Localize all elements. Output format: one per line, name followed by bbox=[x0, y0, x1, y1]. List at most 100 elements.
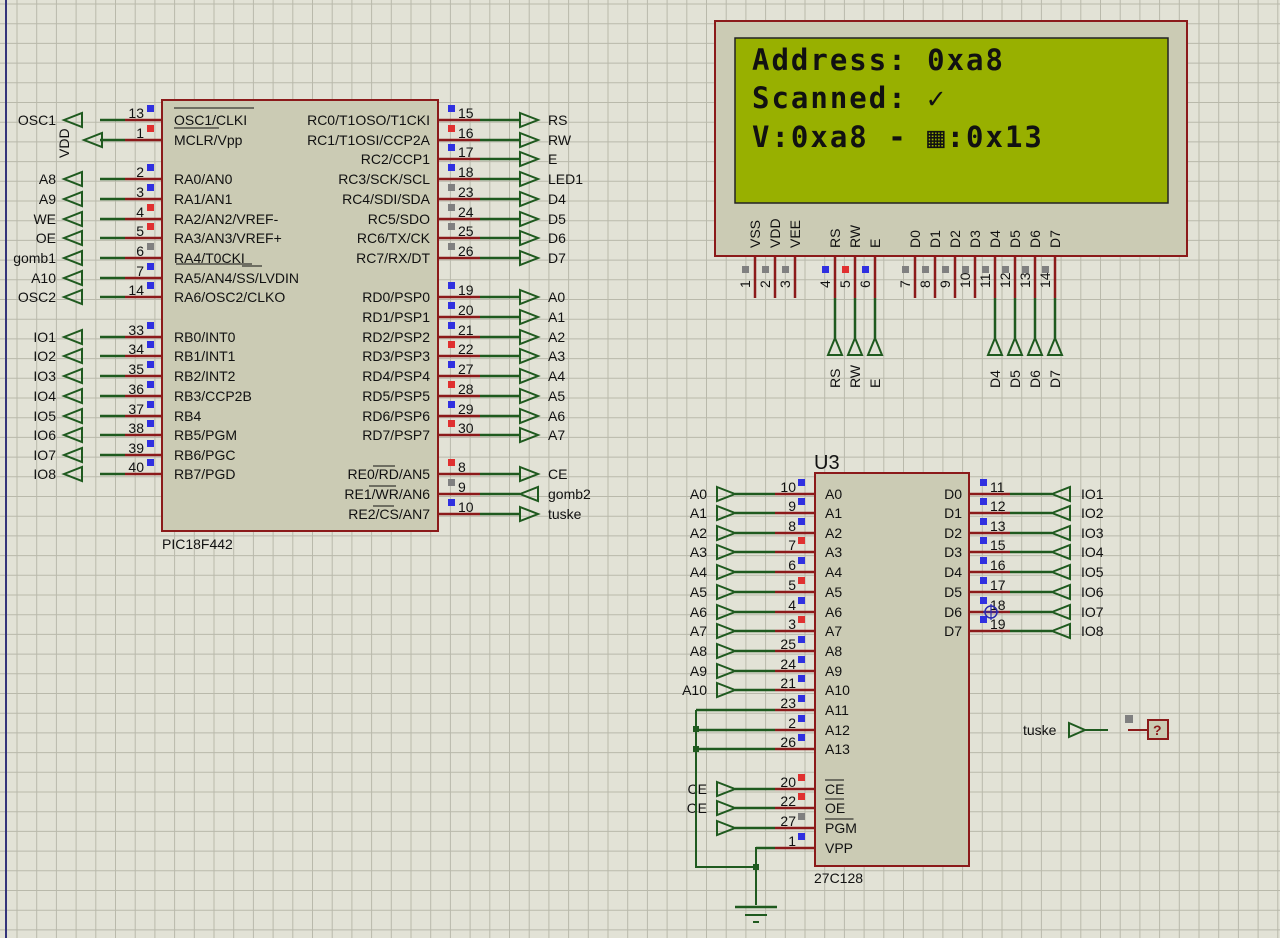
lcd-pin-6[interactable]: E6E bbox=[857, 239, 884, 388]
logic-probe[interactable]: tuske ? bbox=[1023, 715, 1169, 740]
net-label-io4: IO4 bbox=[1081, 544, 1104, 560]
probe-box[interactable] bbox=[1147, 719, 1169, 740]
net-label-a9: A9 bbox=[690, 663, 707, 679]
pin-state-marker bbox=[147, 401, 154, 408]
net-label-e: E bbox=[548, 151, 557, 167]
net-label-gomb2: gomb2 bbox=[548, 486, 591, 502]
lcd-line-2: Scanned: ✓ bbox=[752, 81, 947, 115]
lcd-pin-9[interactable]: D29 bbox=[937, 230, 963, 298]
mcu-body[interactable] bbox=[161, 99, 439, 532]
pin-state-marker bbox=[147, 263, 154, 270]
pin-name: RC7/RX/DT bbox=[356, 250, 430, 266]
lcd-pin-7[interactable]: D07 bbox=[897, 230, 923, 298]
pin-name: RA3/AN3/VREF+ bbox=[174, 230, 282, 246]
net-pgm-terminal-icon bbox=[716, 819, 738, 837]
pin-number: 20 bbox=[458, 302, 474, 318]
net-label-a3: A3 bbox=[548, 348, 565, 364]
lcd-pin-name: RS bbox=[827, 229, 843, 248]
net-io2-terminal-icon bbox=[1049, 504, 1071, 522]
lcd-component[interactable]: Address: 0xa8 Scanned: ✓ V:0xa8 - ▦:0x13… bbox=[714, 20, 1188, 388]
eprom-body[interactable] bbox=[814, 472, 970, 867]
pin-state-marker bbox=[798, 734, 805, 741]
net-label-a4: A4 bbox=[548, 368, 565, 384]
net-io7-terminal-icon bbox=[61, 446, 83, 464]
lcd-pin-8[interactable]: D18 bbox=[917, 230, 943, 298]
pin-name: RA6/OSC2/CLKO bbox=[174, 289, 285, 305]
